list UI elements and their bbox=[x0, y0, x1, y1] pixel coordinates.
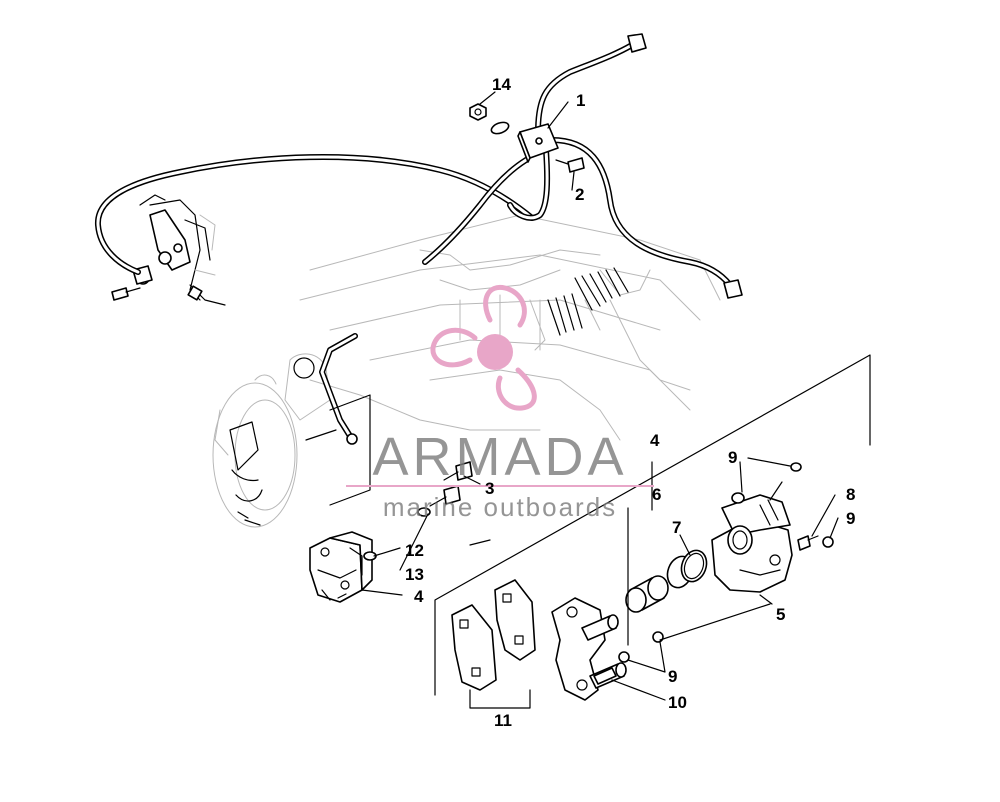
callout-9-top: 9 bbox=[728, 448, 737, 467]
caliper-piston bbox=[625, 575, 669, 613]
callout-7: 7 bbox=[672, 518, 681, 537]
callout-9-bottom: 9 bbox=[668, 667, 677, 686]
callout-4-exploded: 4 bbox=[650, 431, 660, 450]
callout-10: 10 bbox=[668, 693, 687, 712]
callout-numbers: 1 2 14 3 12 13 4 4 6 7 9 8 9 5 9 10 11 bbox=[405, 75, 855, 730]
callout-14: 14 bbox=[492, 75, 511, 94]
callout-1: 1 bbox=[576, 91, 585, 110]
armada-watermark: ARMADA marine outboards bbox=[346, 284, 654, 522]
callout-2: 2 bbox=[575, 185, 584, 204]
caliper-body bbox=[711, 494, 793, 593]
armada-propeller-logo bbox=[430, 284, 537, 411]
caliper-bolts bbox=[363, 461, 473, 561]
watermark-tagline: marine outboards bbox=[383, 492, 617, 522]
callout-8: 8 bbox=[846, 485, 855, 504]
callout-13: 13 bbox=[405, 565, 424, 584]
callout-4-left: 4 bbox=[414, 587, 424, 606]
washers-9 bbox=[618, 462, 834, 663]
slide-pin bbox=[593, 667, 617, 685]
brake-pads bbox=[451, 579, 536, 691]
callout-5: 5 bbox=[776, 605, 785, 624]
callout-3: 3 bbox=[485, 479, 494, 498]
bolt-2 bbox=[555, 157, 585, 173]
callout-6: 6 bbox=[652, 485, 661, 504]
leader-lines bbox=[361, 91, 839, 709]
exploded-view-frame bbox=[434, 354, 871, 696]
engine-frame-background bbox=[212, 214, 721, 528]
callout-12: 12 bbox=[405, 541, 424, 560]
caliper-bracket bbox=[551, 597, 627, 701]
caliper-assembled bbox=[309, 531, 373, 603]
brake-hose-lines bbox=[95, 33, 743, 299]
hose-junction-block bbox=[517, 123, 559, 163]
callout-9-right: 9 bbox=[846, 509, 855, 528]
nut-14 bbox=[469, 103, 510, 135]
bleeder-screw bbox=[797, 535, 819, 551]
master-cylinder-assembly bbox=[111, 194, 226, 306]
callout-11: 11 bbox=[494, 711, 512, 730]
watermark-brand: ARMADA bbox=[372, 427, 627, 487]
piston-seals bbox=[666, 549, 708, 589]
